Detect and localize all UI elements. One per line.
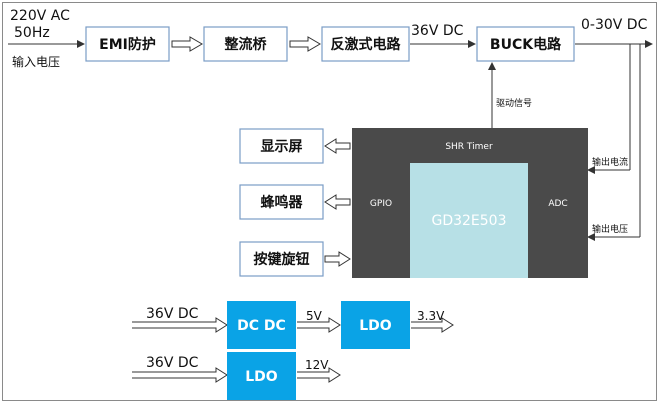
- hollow-arrow-rectifier-to-flyback: [289, 36, 321, 52]
- output-voltage-signal-label: 输出电压: [592, 223, 628, 235]
- power-dcdc-to-ldo-arrow: [297, 317, 341, 333]
- buzzer-label: 蜂鸣器: [261, 194, 304, 211]
- display-block: [239, 128, 324, 164]
- display-label: 显示屏: [261, 139, 303, 155]
- mcu-gpio-label: GPIO: [370, 199, 392, 209]
- power-ldo1-output-arrow: [411, 317, 454, 333]
- knob-block: [239, 241, 324, 277]
- output-voltage-label: 0-30V DC: [581, 17, 648, 33]
- hollow-arrow-knob-to-gpio: [324, 251, 351, 267]
- buck-label: BUCK电路: [490, 36, 562, 53]
- power-3v3-label: 3.3V: [417, 309, 445, 323]
- mcu-core-label: GD32E503: [431, 213, 506, 229]
- emi-block: [85, 26, 170, 62]
- ldo2-block: [227, 352, 296, 400]
- mcu-adc-label: ADC: [548, 199, 567, 209]
- power-row2-input-label: 36V DC: [146, 355, 199, 371]
- input-voltage-label: 220V AC: [10, 8, 70, 24]
- flyback-block: [321, 26, 410, 62]
- knob-label: 按键旋钮: [254, 251, 310, 268]
- input-frequency-label: 50Hz: [14, 25, 50, 41]
- rectifier-block: [203, 26, 288, 62]
- hollow-arrow-gpio-to-display: [324, 138, 351, 154]
- mcu-core-block: [410, 163, 528, 278]
- mcu-gpio-block: [352, 128, 410, 278]
- buck-block: [476, 26, 575, 62]
- mcu-adc-block: [528, 128, 588, 278]
- ldo1-label: LDO: [359, 318, 392, 334]
- power-5v-label: 5V: [306, 309, 323, 323]
- power-12v-label: 12V: [305, 358, 329, 372]
- emi-label: EMI防护: [99, 36, 156, 53]
- power-ldo2-output-arrow: [297, 367, 341, 383]
- input-caption: 输入电压: [12, 54, 60, 69]
- ldo1-block: [341, 301, 410, 349]
- buzzer-block: [239, 184, 324, 220]
- mcu-timer-label: SHR Timer: [445, 142, 493, 152]
- outer-frame: [2, 2, 657, 401]
- drive-signal-label: 驱动信号: [496, 97, 532, 109]
- output-current-signal-label: 输出电流: [592, 156, 628, 168]
- mcu-timer-block: [410, 128, 528, 163]
- hollow-arrow-gpio-to-buzzer: [324, 194, 351, 210]
- power-row1-input-label: 36V DC: [146, 306, 199, 322]
- dcdc-block: [227, 301, 296, 349]
- ldo2-label: LDO: [245, 369, 278, 385]
- dc-36v-label: 36V DC: [411, 23, 464, 39]
- rectifier-label: 整流桥: [224, 36, 268, 53]
- dcdc-label: DC DC: [237, 318, 286, 334]
- hollow-arrow-emi-to-rectifier: [171, 36, 203, 52]
- flyback-label: 反激式电路: [331, 36, 402, 53]
